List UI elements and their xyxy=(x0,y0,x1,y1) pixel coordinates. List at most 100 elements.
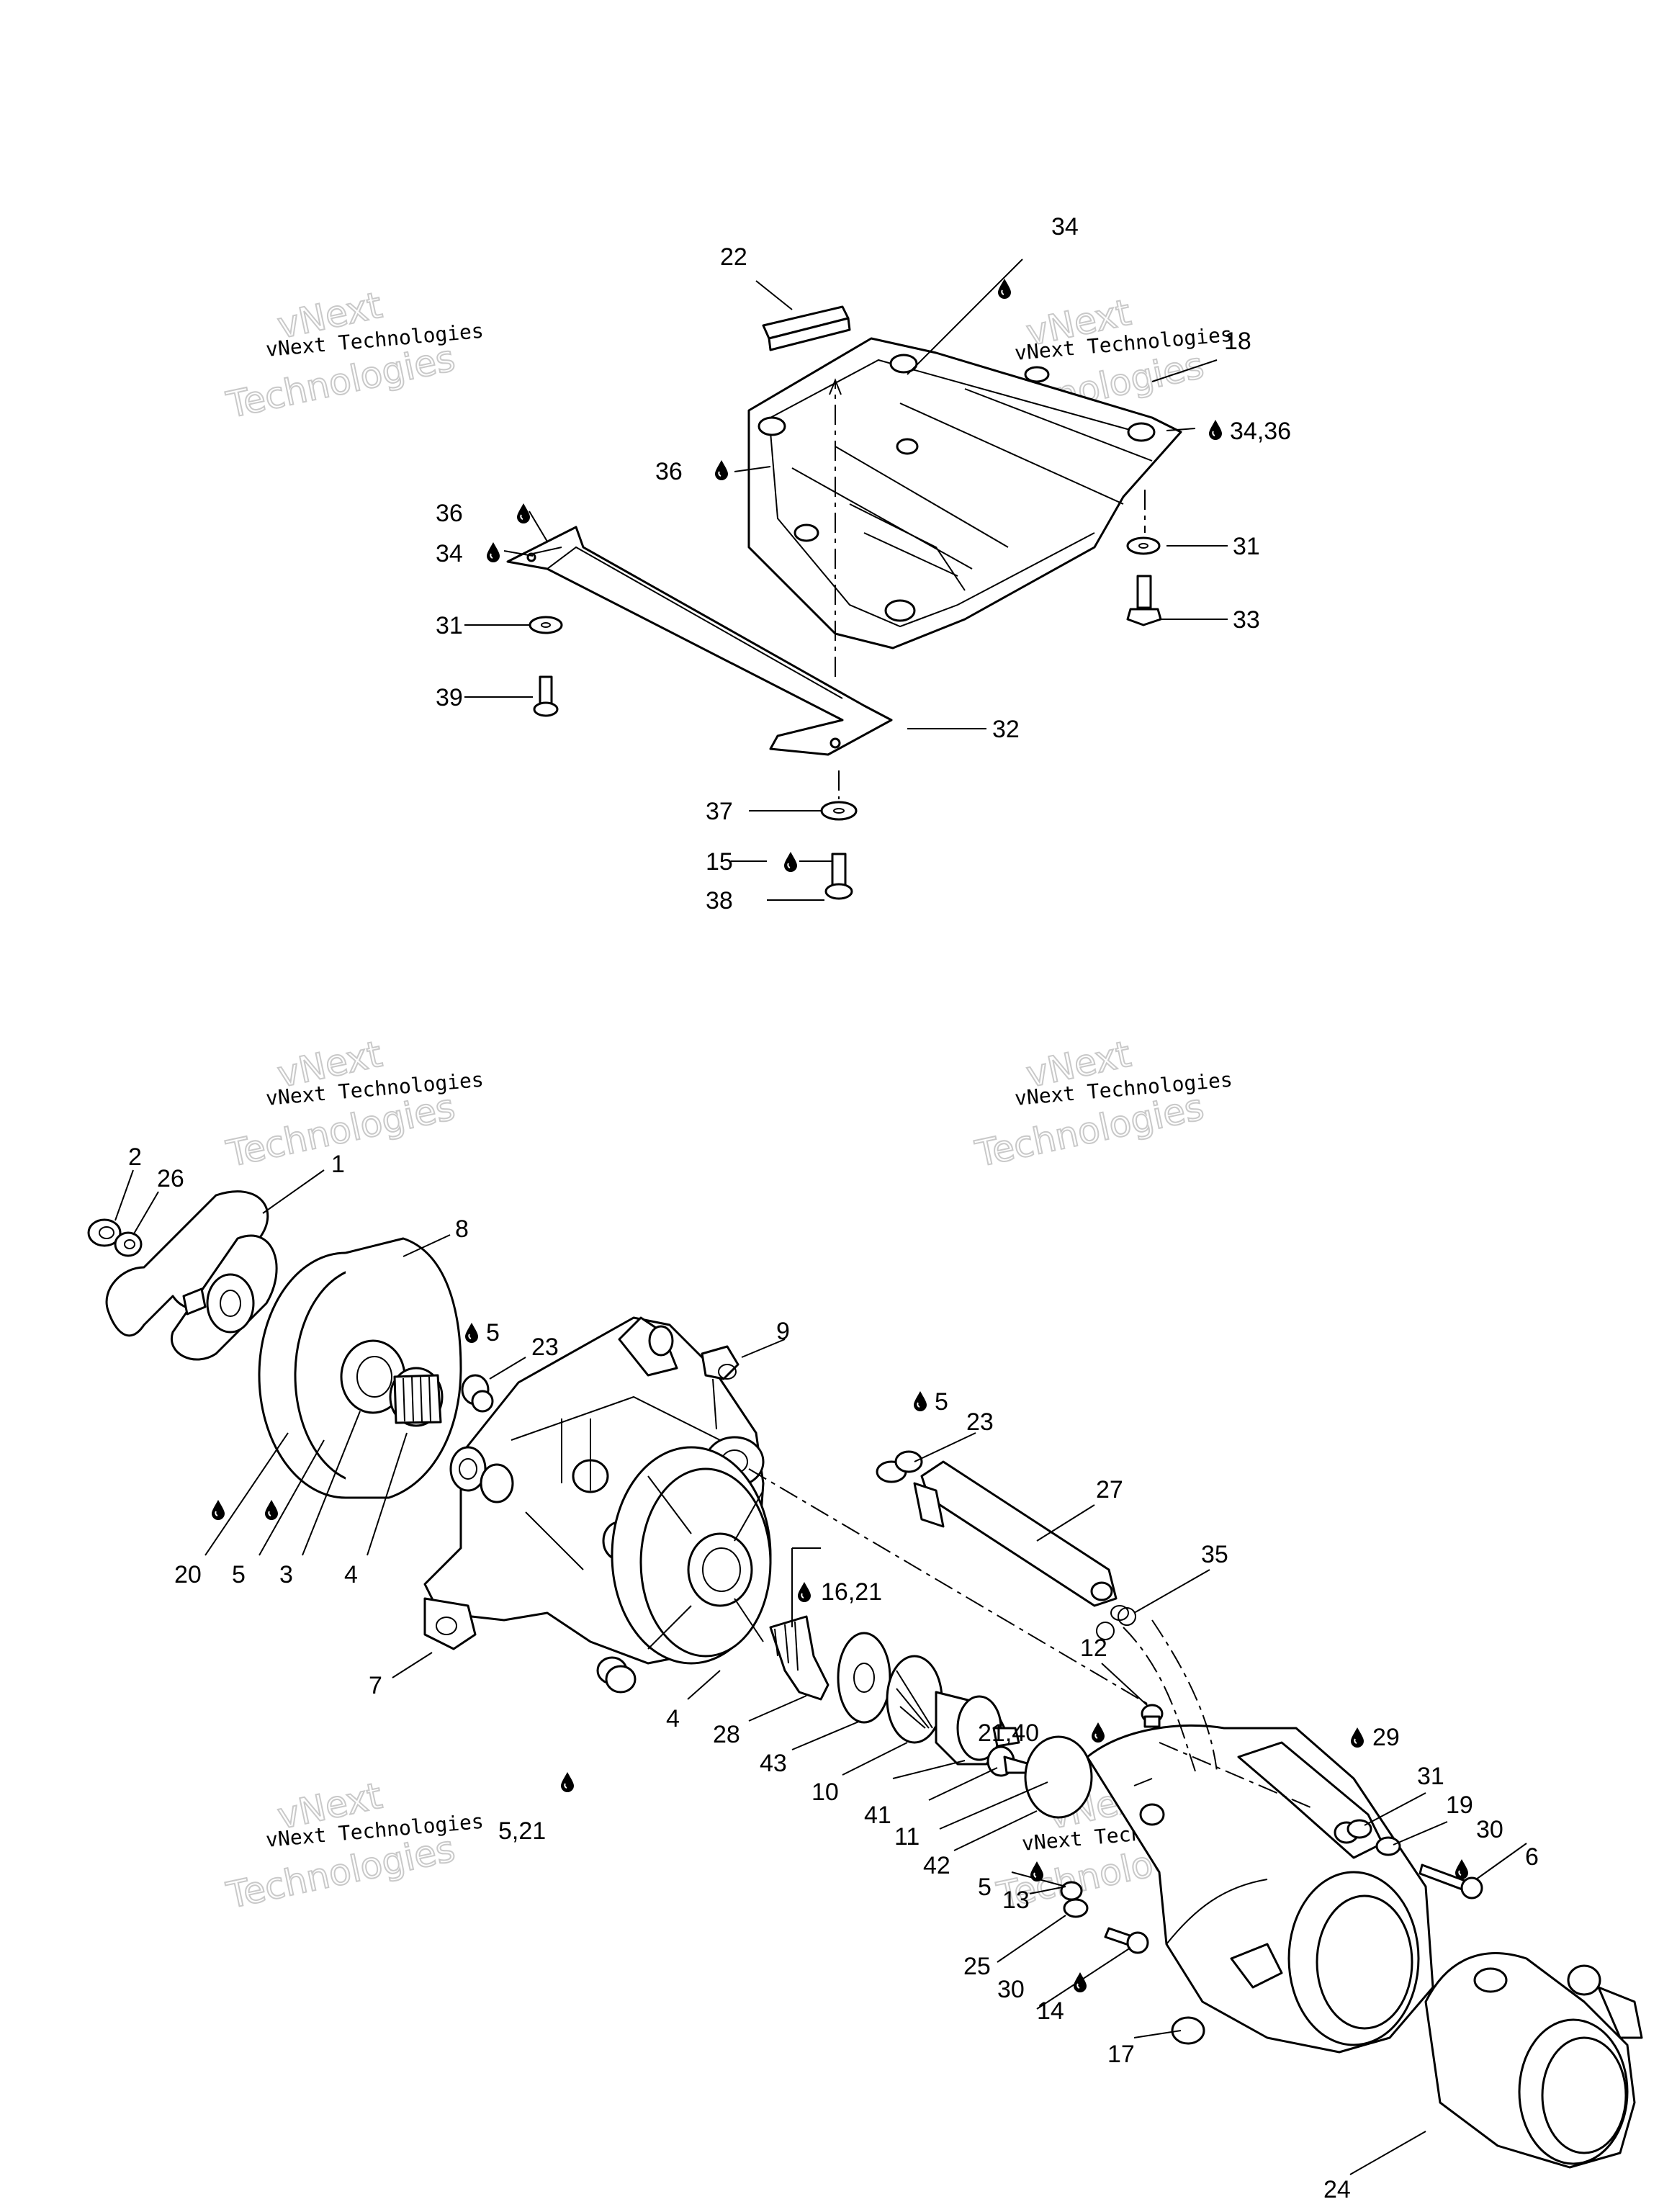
part-7-pump-housing xyxy=(423,1316,772,1694)
label-16-21: 16,21 xyxy=(821,1578,882,1606)
label-29: 29 xyxy=(1372,1724,1400,1751)
label-27: 27 xyxy=(1096,1476,1123,1503)
part-8-wear-ring xyxy=(258,1237,462,1499)
part-31-washer-left xyxy=(529,616,563,634)
part-2-nut xyxy=(87,1218,122,1247)
part-6-bolt xyxy=(1419,1863,1483,1899)
lubricant-drop-icon xyxy=(913,1390,927,1412)
part-31-washer-right xyxy=(1126,536,1161,555)
lubricant-drop-icon xyxy=(1091,1722,1105,1743)
label-18: 18 xyxy=(1224,328,1251,355)
label-19: 19 xyxy=(1446,1791,1473,1819)
part-labels: 22 34 18 34,36 36 36 34 31 31 33 39 32 3… xyxy=(128,213,1539,2203)
label-30-right: 30 xyxy=(1476,1816,1503,1843)
lubricant-drop-icon xyxy=(1350,1727,1364,1748)
label-23-arm: 23 xyxy=(966,1408,994,1436)
lubricant-drop-icon xyxy=(1073,1972,1087,1993)
part-31-washer-bottom xyxy=(1346,1819,1372,1839)
label-31-right: 31 xyxy=(1233,533,1260,560)
part-23-bushing-left xyxy=(461,1374,494,1413)
label-36: 36 xyxy=(655,458,683,485)
part-25-washer xyxy=(1063,1898,1089,1918)
label-6: 6 xyxy=(1525,1843,1539,1871)
part-32-support-bar xyxy=(506,526,893,756)
lubricant-drop-icon xyxy=(264,1499,279,1521)
part-43-seal xyxy=(837,1632,891,1724)
label-31-left: 31 xyxy=(436,612,463,639)
label-9: 9 xyxy=(776,1318,790,1345)
label-24: 24 xyxy=(1323,2176,1351,2203)
watermark-bottom-left: vNext Technologies vNext Technologies xyxy=(222,1774,484,1917)
part-12-plug xyxy=(1141,1704,1164,1728)
label-23: 23 xyxy=(531,1334,559,1361)
label-39: 39 xyxy=(436,684,463,711)
part-37-washer xyxy=(820,801,858,821)
label-17: 17 xyxy=(1107,2041,1135,2068)
part-43-vane xyxy=(886,1655,943,1744)
label-15: 15 xyxy=(706,848,733,876)
label-30: 30 xyxy=(997,1976,1025,2003)
label-35: 35 xyxy=(1201,1541,1228,1568)
part-26-washer xyxy=(114,1231,143,1257)
label-1: 1 xyxy=(331,1151,345,1178)
part-35-o-rings xyxy=(1096,1607,1136,1640)
part-13-screw xyxy=(1060,1881,1083,1901)
lubricant-drop-icon xyxy=(1455,1858,1469,1880)
label-21-40: 21,40 xyxy=(978,1719,1039,1747)
label-3: 3 xyxy=(279,1561,293,1588)
part-42-o-ring xyxy=(1024,1735,1093,1819)
part-24-nozzle xyxy=(1424,1952,1643,2169)
lubricant-drop-icon xyxy=(1208,419,1223,441)
label-5-arm: 5 xyxy=(935,1388,948,1416)
label-5-small: 5 xyxy=(978,1874,992,1901)
part-17-venturi xyxy=(1086,1724,1434,2054)
lubricant-drop-icon xyxy=(797,1581,811,1603)
part-27-arm xyxy=(913,1460,1129,1621)
lubricant-drop-icon xyxy=(783,851,798,873)
lubricant-drop-icon xyxy=(516,503,531,524)
label-32: 32 xyxy=(992,716,1020,743)
label-41: 41 xyxy=(864,1802,891,1829)
part-4-bearing-left xyxy=(389,1367,444,1427)
label-10: 10 xyxy=(811,1779,839,1806)
label-37: 37 xyxy=(706,798,733,825)
label-8: 8 xyxy=(455,1215,469,1243)
label-26: 26 xyxy=(157,1165,184,1192)
part-9-cap xyxy=(701,1345,739,1380)
label-2: 2 xyxy=(128,1143,142,1171)
label-14: 14 xyxy=(1037,1997,1064,2025)
label-36-left: 36 xyxy=(436,500,463,527)
label-43: 43 xyxy=(760,1750,787,1777)
lubricant-drop-icon xyxy=(1030,1861,1044,1882)
lubricant-drop-icon xyxy=(714,459,729,481)
part-33-bolt xyxy=(1126,575,1162,626)
watermark-top-left: vNext Technologies vNext Technologies xyxy=(222,284,484,427)
label-34: 34 xyxy=(1051,213,1079,240)
label-5-top: 5 xyxy=(486,1319,500,1346)
label-38: 38 xyxy=(706,887,733,914)
leaders-bottom xyxy=(114,1169,1527,2175)
label-13: 13 xyxy=(1002,1887,1030,1914)
part-39-screw xyxy=(533,675,559,717)
label-4: 4 xyxy=(344,1561,358,1588)
label-33: 33 xyxy=(1233,606,1260,634)
label-25: 25 xyxy=(963,1953,991,1980)
part-38-screw xyxy=(824,853,853,900)
lubricant-drop-icon xyxy=(464,1322,479,1344)
label-12: 12 xyxy=(1080,1635,1107,1662)
label-7: 7 xyxy=(369,1672,382,1699)
part-14-screw xyxy=(1104,1927,1149,1954)
lubricant-drop-icon xyxy=(560,1771,575,1793)
label-31-bottom: 31 xyxy=(1417,1763,1444,1790)
label-20: 20 xyxy=(174,1561,202,1588)
leaders-top xyxy=(464,258,1228,901)
part-10-cone xyxy=(935,1691,1020,1766)
label-22: 22 xyxy=(720,243,747,271)
part-23-washer-arm xyxy=(876,1450,923,1483)
part-18-ride-plate xyxy=(747,337,1182,649)
lubricant-drop-icon xyxy=(211,1499,225,1521)
label-5-21: 5,21 xyxy=(498,1817,546,1845)
part-1-impeller xyxy=(105,1190,278,1361)
watermark-mid-right: vNext Technologies vNext Technologies xyxy=(971,1033,1233,1176)
